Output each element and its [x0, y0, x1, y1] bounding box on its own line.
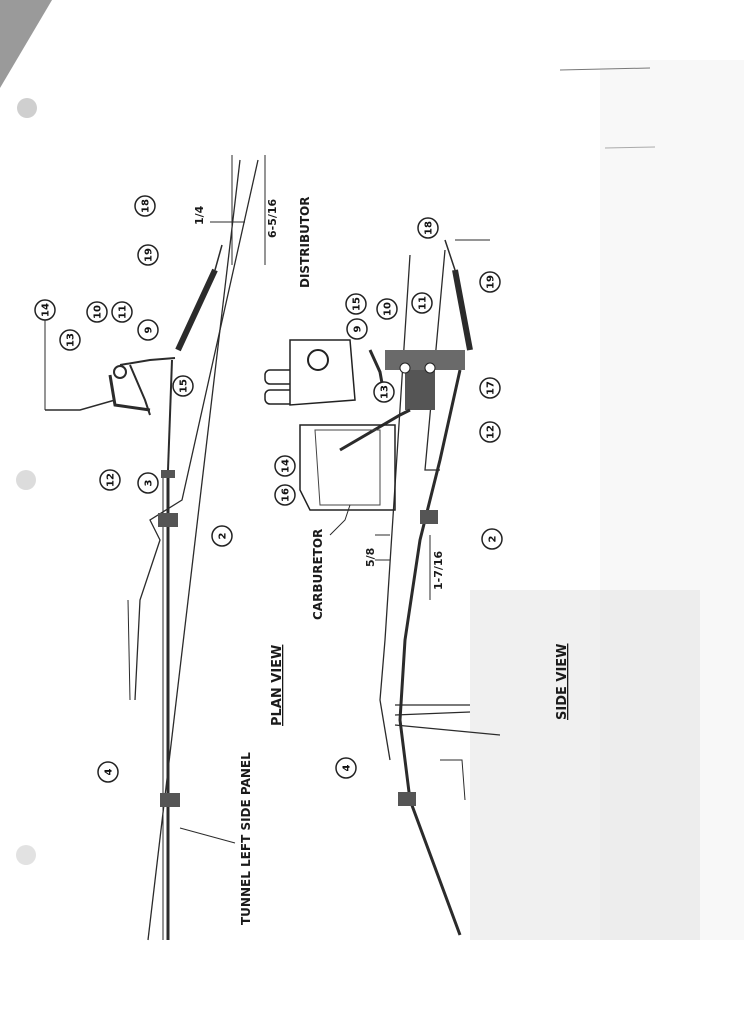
distributor-label: DISTRIBUTOR [298, 197, 312, 288]
side-callout-19: 19 [486, 275, 497, 289]
scan-mark-top [559, 67, 651, 71]
carburetor-body [299, 424, 396, 536]
scan-mark-right [604, 146, 656, 149]
plan-callout-circle-4 [97, 761, 119, 783]
side-callout-circle-15 [345, 293, 367, 315]
punch-hole-top [17, 98, 37, 118]
plan-panel-stub [127, 599, 131, 701]
side-callout-circle-9 [346, 318, 368, 340]
plan-pivot [113, 365, 127, 379]
side-spring-end [444, 239, 456, 271]
side-callout-11: 11 [418, 296, 429, 310]
plan-callout-12: 12 [106, 473, 117, 487]
side-callout-9: 9 [353, 325, 364, 332]
plan-callout-13: 13 [66, 333, 77, 347]
plan-spring-19 [175, 268, 218, 352]
side-spring-19 [452, 269, 473, 351]
side-bolt-b [424, 362, 436, 374]
side-clip-2 [420, 510, 438, 524]
plan-callout-circle-9 [137, 319, 159, 341]
plan-hook-12 [108, 374, 151, 412]
plan-spring-end [214, 244, 223, 271]
plan-callout-circle-10 [86, 301, 108, 323]
side-callout-circle-14 [274, 455, 296, 477]
plan-callout-circle-2 [211, 525, 233, 547]
side-callout-16: 16 [281, 488, 292, 502]
punch-hole-bottom [16, 845, 36, 865]
plan-clip-4 [160, 793, 180, 807]
side-callout-circle-17 [479, 377, 501, 399]
plan-link-rod [167, 359, 173, 471]
plan-rod-14 [45, 399, 116, 411]
plan-callout-circle-14 [34, 299, 56, 321]
plan-clip-3 [161, 470, 175, 478]
plan-callout-circle-11 [111, 301, 133, 323]
callout-bubbles: 14 13 10 11 9 19 18 15 12 3 2 4 15 9 10 11 18 19 17 12 13 14 1… [34, 195, 503, 783]
plan-callout-19: 19 [144, 248, 155, 262]
side-callout-circle-16 [274, 484, 296, 506]
side-callout-4: 4 [342, 764, 353, 771]
side-callout-circle-12 [479, 421, 501, 443]
dim-6-5-16: 6-5/16 [266, 198, 279, 238]
side-callout-circle-10 [376, 298, 398, 320]
plan-callout-18: 18 [141, 199, 152, 213]
side-bolt-a [399, 362, 411, 374]
plan-panel-edge-inner [134, 159, 259, 701]
side-rod-14 [339, 408, 411, 452]
plan-callout-4: 4 [104, 768, 115, 775]
side-linkage-block [405, 370, 435, 410]
plan-callout-circle-19 [137, 244, 159, 266]
plan-callout-9: 9 [144, 326, 155, 333]
plan-view-drawing [44, 155, 266, 941]
plan-callout-circle-12 [99, 469, 121, 491]
side-floor-lines [394, 704, 501, 736]
plan-callout-14: 14 [41, 303, 52, 317]
plan-clip-2 [158, 513, 178, 527]
plan-callout-circle-13 [59, 329, 81, 351]
dim-quarter: 1/4 [193, 205, 206, 225]
side-callout-circle-13 [373, 381, 395, 403]
side-callout-circle-4 [335, 757, 357, 779]
side-floor-stub [440, 759, 466, 801]
plan-callout-circle-18 [134, 195, 156, 217]
plan-callout-circle-3 [137, 472, 159, 494]
side-view-drawing [264, 239, 501, 936]
tunnel-leader [179, 827, 236, 844]
plan-callout-15: 15 [179, 379, 190, 393]
side-body-outline-2 [424, 249, 446, 471]
distributor-body [264, 339, 356, 406]
side-body-outline [379, 254, 411, 761]
carburetor-label: CARBURETOR [311, 529, 325, 620]
plan-callout-2: 2 [218, 532, 229, 539]
side-callout-10: 10 [383, 302, 394, 316]
side-callout-15: 15 [352, 297, 363, 311]
side-callout-circle-18 [417, 217, 439, 239]
plan-callout-3: 3 [144, 479, 155, 486]
page-corner-shadow [0, 0, 52, 88]
side-callout-18: 18 [424, 221, 435, 235]
side-callout-circle-11 [411, 292, 433, 314]
plan-callout-circle-15 [172, 375, 194, 397]
punch-hole-middle [16, 470, 36, 490]
plan-callout-11: 11 [118, 305, 129, 319]
side-view-title: SIDE VIEW [555, 643, 570, 720]
tunnel-label: TUNNEL LEFT SIDE PANEL [239, 752, 253, 925]
side-clip-4 [398, 792, 416, 806]
plan-view-title: PLAN VIEW [270, 645, 285, 726]
side-callout-13: 13 [380, 385, 391, 399]
lower-scan-shadow [470, 590, 700, 940]
dim-1-7-16: 1-7/16 [432, 550, 445, 590]
dim-5-8: 5/8 [364, 548, 377, 567]
side-callout-circle-19 [479, 271, 501, 293]
side-callout-17: 17 [486, 381, 497, 395]
side-callout-12: 12 [486, 425, 497, 439]
plan-callout-10: 10 [93, 305, 104, 319]
side-callout-circle-2 [481, 528, 503, 550]
side-callout-14: 14 [281, 459, 292, 473]
side-callout-2: 2 [488, 535, 499, 542]
plan-bellcrank [119, 357, 176, 366]
